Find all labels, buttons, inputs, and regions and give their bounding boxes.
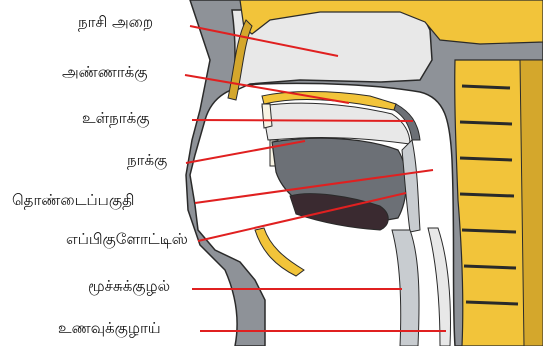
label-pharynx: தொண்டைப்பகுதி (12, 191, 134, 209)
leader-line-uvula (192, 120, 413, 121)
leader-line-epiglottis (198, 193, 406, 241)
leader-line-tongue (186, 141, 305, 163)
label-nasal-cavity: நாசி அறை (78, 13, 153, 31)
label-trachea: மூச்சுக்குழல் (88, 277, 170, 295)
label-palate: அண்ணாக்கு (62, 63, 148, 81)
label-epiglottis: எப்பிகுளோட்டிஸ் (66, 230, 188, 248)
label-uvula: உள்நாக்கு (82, 109, 149, 127)
leader-line-palate (185, 75, 349, 103)
label-tongue: நாக்கு (127, 151, 167, 169)
leader-line-nasal-cavity (190, 26, 338, 56)
label-esophagus: உணவுக்குழாய் (58, 319, 161, 337)
leader-line-pharynx (195, 170, 433, 203)
